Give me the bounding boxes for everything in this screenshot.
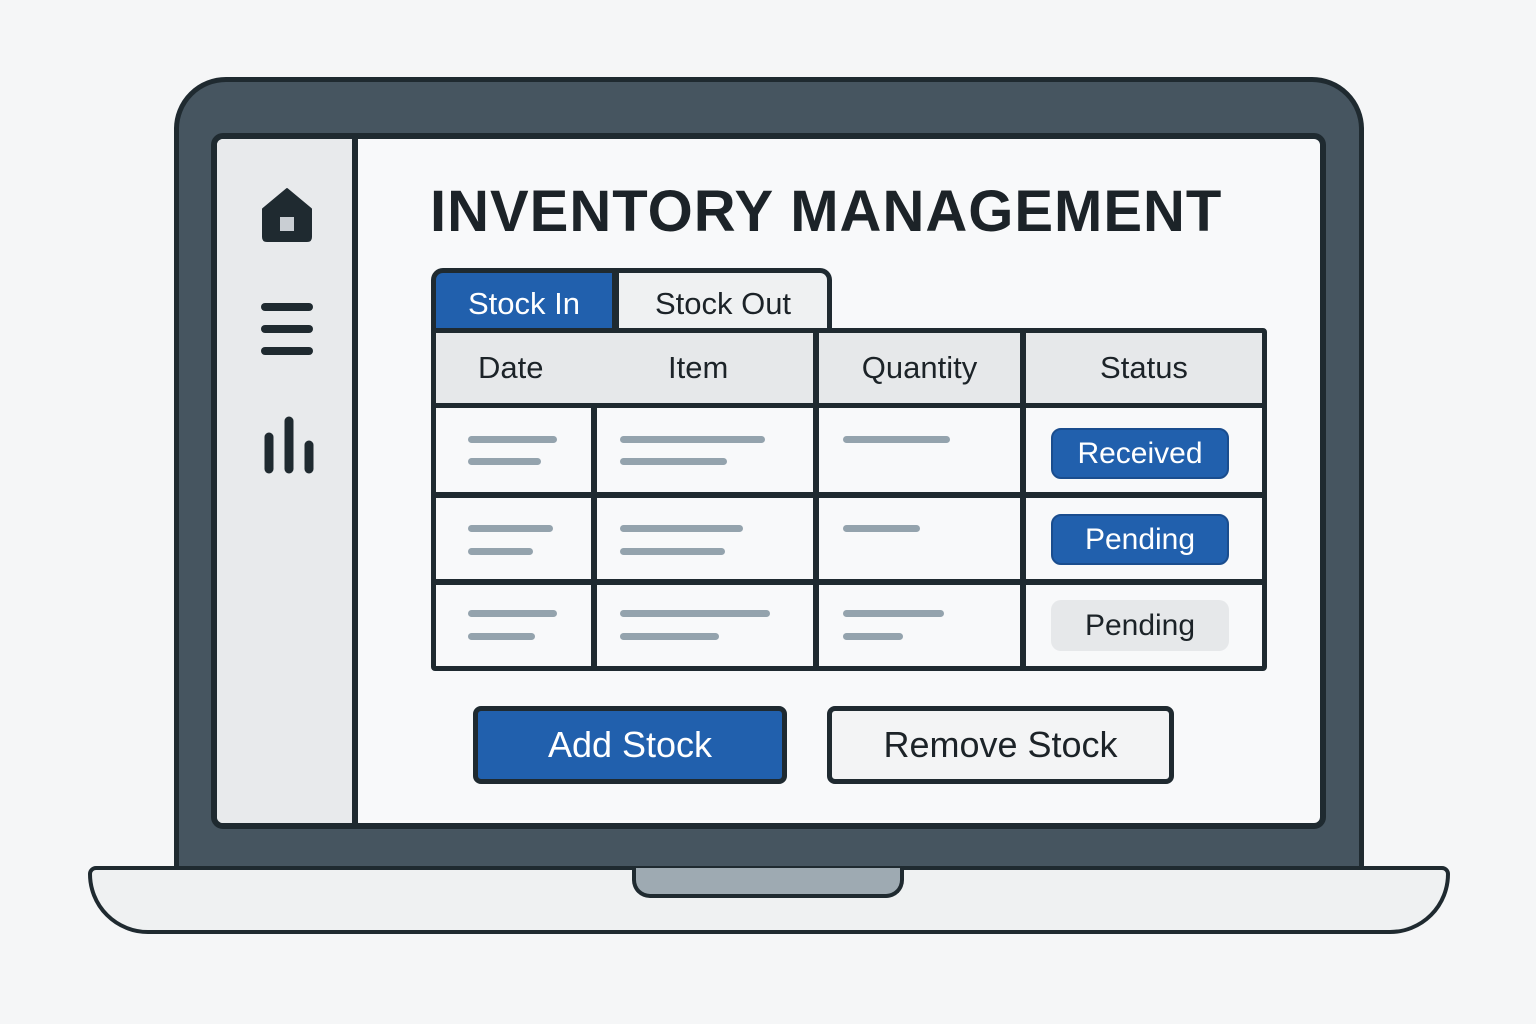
tab-bar: Stock In Stock Out xyxy=(431,268,832,334)
cell-quantity xyxy=(819,408,1020,492)
page-title: INVENTORY MANAGEMENT xyxy=(430,179,1223,244)
cell-date xyxy=(436,408,591,492)
status-badge-pending: Pending xyxy=(1051,600,1229,651)
cell-item xyxy=(597,408,813,492)
cell-item xyxy=(597,585,813,666)
tab-stock-out[interactable]: Stock Out xyxy=(619,273,827,334)
tab-stock-in[interactable]: Stock In xyxy=(436,273,612,334)
placeholder-line xyxy=(620,458,727,465)
placeholder-line xyxy=(620,610,770,617)
placeholder-line xyxy=(843,436,950,443)
placeholder-line xyxy=(620,548,725,555)
status-badge-pending: Pending xyxy=(1051,514,1229,565)
header-item: Item xyxy=(668,350,729,385)
home-icon[interactable] xyxy=(259,187,315,243)
cell-quantity xyxy=(819,585,1020,666)
header-quantity-label: Quantity xyxy=(861,350,978,385)
cell-item xyxy=(597,498,813,579)
placeholder-line xyxy=(620,525,743,532)
laptop-notch xyxy=(632,868,904,898)
placeholder-line xyxy=(843,525,920,532)
cell-quantity xyxy=(819,498,1020,579)
placeholder-line xyxy=(468,436,557,443)
placeholder-line xyxy=(843,633,903,640)
add-stock-button[interactable]: Add Stock xyxy=(473,706,787,784)
placeholder-line xyxy=(468,525,553,532)
bar-chart-icon[interactable] xyxy=(261,415,317,475)
cell-date xyxy=(436,498,591,579)
placeholder-line xyxy=(468,633,535,640)
placeholder-line xyxy=(620,633,719,640)
remove-stock-button[interactable]: Remove Stock xyxy=(827,706,1174,784)
placeholder-line xyxy=(468,458,541,465)
header-quantity: Quantity xyxy=(819,333,1020,403)
placeholder-line xyxy=(468,610,557,617)
cell-date xyxy=(436,585,591,666)
header-status-label: Status xyxy=(1100,350,1188,385)
table-header-row: Date Item xyxy=(436,333,813,403)
placeholder-line xyxy=(468,548,533,555)
header-date: Date xyxy=(478,350,544,385)
header-status: Status xyxy=(1026,333,1262,403)
status-badge-received: Received xyxy=(1051,428,1229,479)
placeholder-line xyxy=(620,436,765,443)
placeholder-line xyxy=(843,610,944,617)
sidebar xyxy=(217,139,358,823)
menu-icon[interactable] xyxy=(259,299,315,355)
